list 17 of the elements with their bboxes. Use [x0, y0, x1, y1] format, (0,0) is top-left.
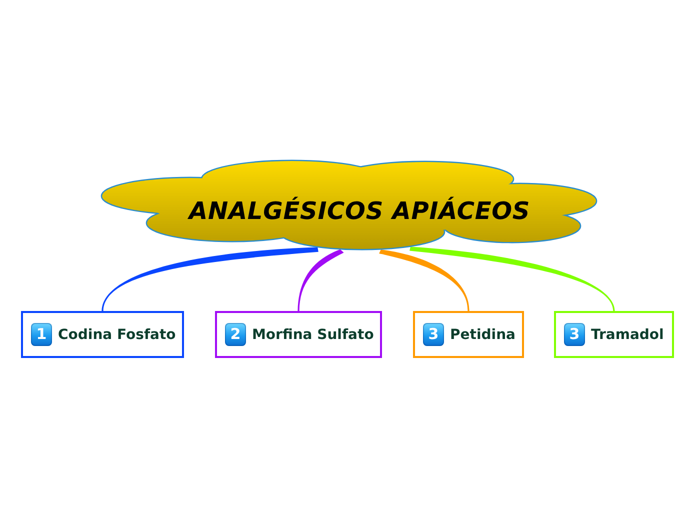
priority-badge: 2 [225, 323, 246, 346]
topic-label: Codina Fosfato [58, 326, 176, 342]
topic-label: Petidina [450, 326, 516, 342]
priority-badge: 1 [31, 323, 52, 346]
branch-connector [410, 246, 615, 311]
branch-connector [379, 250, 470, 311]
priority-badge: 3 [423, 323, 444, 346]
topic-title: ANALGÉSICOS APIÁCEOS [189, 197, 530, 225]
branch-connector [298, 249, 344, 311]
topic-box [215, 311, 382, 358]
topic-box [21, 311, 184, 358]
topic-label: Tramadol [591, 326, 664, 342]
priority-badge: 3 [564, 323, 585, 346]
topic-label: Morfina Sulfato [252, 326, 374, 342]
topic-box [554, 311, 674, 358]
branch-connector [102, 247, 318, 311]
topic-box [413, 311, 524, 358]
